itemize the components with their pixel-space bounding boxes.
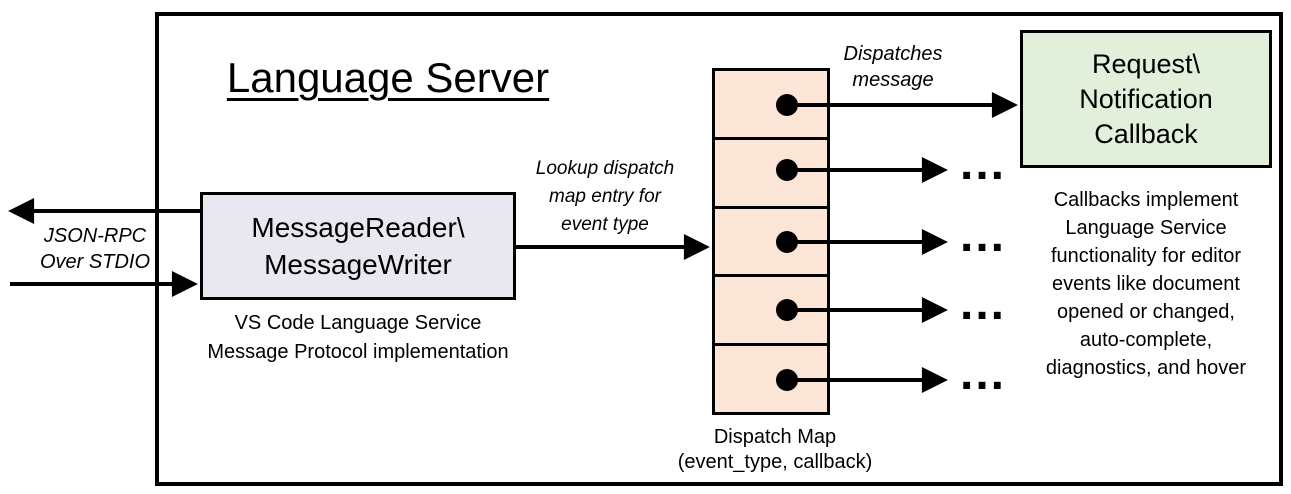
callbacks-note-line5: opened or changed,: [1057, 301, 1235, 323]
lookup-dispatch-label-line3: event type: [561, 214, 649, 235]
dispatch-map-caption: Dispatch Map (event_type, callback): [650, 425, 900, 475]
message-reader-writer-box: MessageReader\ MessageWriter: [200, 192, 516, 300]
callback-box-line2: Notification: [1079, 83, 1213, 114]
dispatch-map-cell: [715, 140, 827, 209]
lookup-dispatch-label-line2: map entry for: [549, 186, 661, 207]
dispatch-map-caption-line1: Dispatch Map: [713, 426, 837, 448]
callbacks-note-line3: functionality for editor: [1050, 245, 1242, 267]
ellipsis-row-2: ...: [960, 137, 1007, 190]
lookup-dispatch-label-line1: Lookup dispatch: [535, 158, 675, 179]
message-reader-writer-line2: MessageWriter: [264, 249, 452, 280]
callbacks-note-line4: events like document: [1052, 273, 1240, 295]
dispatch-map-cell: [715, 277, 827, 347]
reader-box-caption-line1: VS Code Language Service: [234, 312, 482, 334]
message-reader-writer-line1: MessageReader\: [251, 212, 465, 243]
callbacks-note-line7: diagnostics, and hover: [1045, 357, 1247, 379]
reader-box-caption-line2: Message Protocol implementation: [207, 341, 509, 363]
callbacks-note-line6: auto-complete,: [1079, 329, 1213, 351]
ellipsis-row-4: ...: [960, 277, 1007, 330]
json-rpc-stdio-label: JSON-RPC Over STDIO: [20, 223, 170, 275]
lookup-dispatch-label: Lookup dispatch map entry for event type: [515, 155, 695, 239]
json-rpc-stdio-label-line2: Over STDIO: [39, 251, 150, 273]
dispatch-map: [712, 68, 830, 415]
dispatch-map-cell: [715, 346, 827, 412]
dispatches-message-label: Dispatches message: [828, 41, 958, 93]
callbacks-note-line2: Language Service: [1065, 217, 1227, 239]
dispatches-message-label-line1: Dispatches: [843, 43, 943, 65]
ellipsis-row-5: ...: [960, 347, 1007, 400]
language-server-boundary: [155, 12, 1283, 486]
dispatch-map-cell: [715, 71, 827, 140]
callback-box-line1: Request\: [1091, 48, 1201, 79]
dispatch-map-cell: [715, 209, 827, 278]
callbacks-note-line1: Callbacks implement: [1053, 189, 1239, 211]
reader-box-caption: VS Code Language Service Message Protoco…: [166, 309, 550, 367]
dispatch-map-caption-line2: (event_type, callback): [677, 451, 873, 473]
callback-box-line3: Callback: [1094, 118, 1198, 149]
ellipsis-row-3: ...: [960, 209, 1007, 262]
diagram-title: Language Server: [226, 54, 550, 101]
dispatches-message-label-line2: message: [852, 69, 934, 91]
json-rpc-stdio-label-line1: JSON-RPC: [43, 225, 147, 247]
callbacks-note: Callbacks implement Language Service fun…: [1012, 186, 1280, 382]
request-notification-callback-box: Request\ Notification Callback: [1020, 30, 1272, 168]
